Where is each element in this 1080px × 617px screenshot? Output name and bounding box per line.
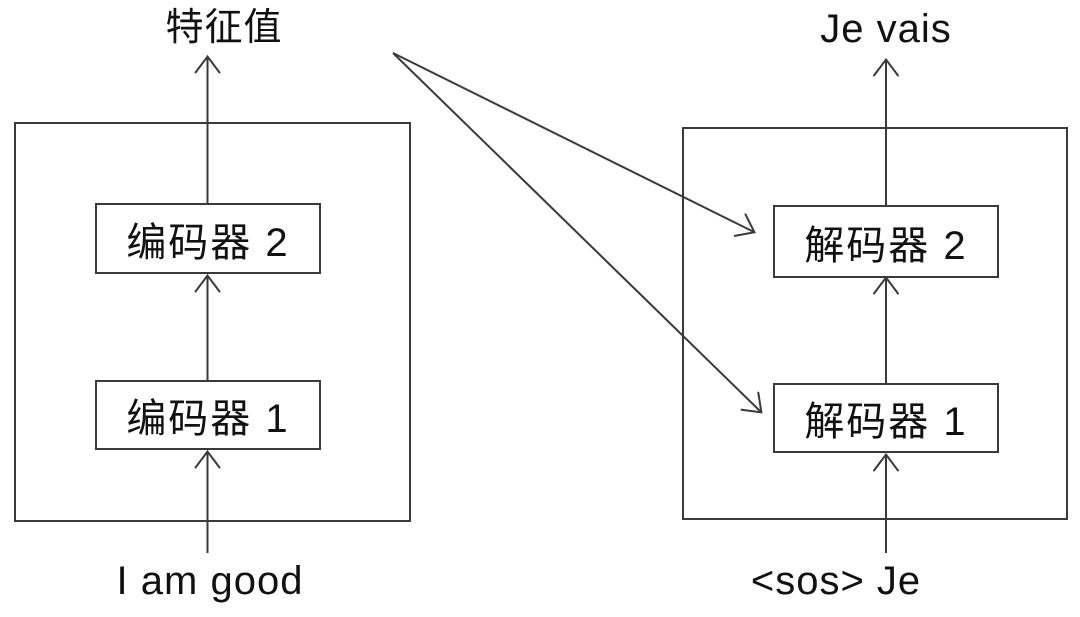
decoder-2-label: 解码器 2: [804, 223, 968, 268]
context-arrow-to-decoder-2-icon: [392, 52, 756, 237]
decoder-1-block: 解码器 1: [773, 383, 999, 453]
encoder-output-label: 特征值: [165, 7, 283, 49]
decoder-2-block: 解码器 2: [773, 205, 999, 278]
decoder-container-box: [682, 127, 1068, 520]
decoder-output-label: Je vais: [820, 7, 952, 51]
decoder-1-label: 解码器 1: [804, 400, 968, 444]
encoder-1-block: 编码器 1: [95, 380, 321, 450]
encoder-container-box: [14, 122, 411, 522]
context-arrow-to-decoder-1-icon: [392, 52, 763, 414]
encoder-1-label: 编码器 1: [126, 397, 290, 441]
encoder-2-block: 编码器 2: [95, 203, 321, 274]
encoder-input-label: I am good: [116, 559, 304, 603]
encoder-2-label: 编码器 2: [126, 220, 290, 265]
decoder-input-label: <sos> Je: [750, 559, 922, 603]
